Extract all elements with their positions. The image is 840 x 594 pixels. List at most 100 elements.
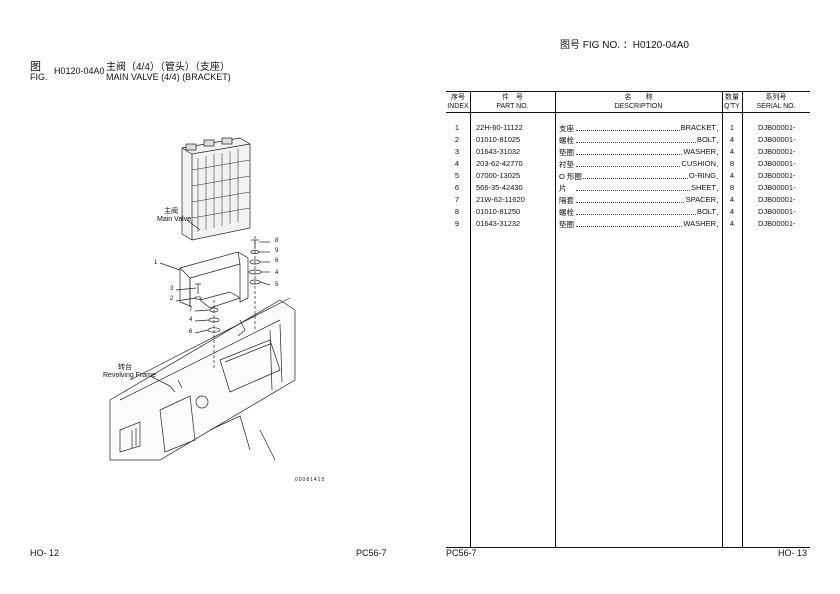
leader-dots [576, 214, 718, 215]
leader-dots [576, 190, 718, 191]
left-model: PC56-7 [356, 548, 387, 558]
table-row: 7 21W-62-11620 隔套 4 DJB00001- SPACER [446, 195, 810, 207]
row-qty: 8 [729, 159, 735, 168]
row-description-cn: 片 [559, 183, 568, 194]
row-description-cn: O 形圈 [559, 171, 583, 182]
row-description-en: WASHER [682, 219, 716, 228]
figure-label-en: FIG. [30, 72, 48, 82]
figure-code: H0120-04A0 [54, 66, 105, 76]
row-index: 3 [454, 147, 460, 156]
row-index: 2 [454, 135, 460, 144]
row-description-en: SHEET [689, 183, 716, 192]
leader-dots [576, 226, 718, 227]
right-fig-number: 图号 FIG NO. ：H0120-04A0 [560, 40, 689, 51]
callout-7: 7 [189, 307, 193, 313]
callout-9: 9 [275, 248, 279, 254]
row-part-no: 566-35-42430 [476, 183, 523, 192]
row-qty: 8 [729, 183, 735, 192]
row-description-cn: 隔套 [559, 195, 575, 206]
table-row: 5 07000-13025 O 形圈 4 DJB00001- O-RING [446, 171, 810, 183]
figure-label-cn: 图 [30, 61, 41, 73]
callout-4b: 4 [275, 270, 279, 276]
row-part-no: 21W-62-11620 [476, 195, 525, 204]
row-description-en: O-RING [687, 171, 716, 180]
row-qty: 4 [729, 195, 735, 204]
table-row: 3 01643-31032 垫圈 4 DJB00001- WASHER [446, 147, 810, 159]
row-index: 5 [454, 171, 460, 180]
row-description-en: BRACKET [679, 123, 716, 132]
row-index: 9 [454, 219, 460, 228]
left-page-number: HO- 12 [30, 548, 60, 558]
row-part-no: 07000-13025 [476, 171, 521, 180]
leader-dots [576, 142, 718, 143]
leader-dots [576, 202, 718, 203]
row-qty: 4 [729, 135, 735, 144]
row-part-no: 01643-31032 [476, 147, 521, 156]
row-description-cn: 支座 [559, 123, 575, 134]
row-index: 7 [454, 195, 460, 204]
row-serial-no: DJB00001- [758, 183, 796, 192]
row-description-en: BOLT [695, 135, 716, 144]
row-index: 1 [454, 123, 460, 132]
row-qty: 4 [729, 147, 735, 156]
main-valve-label-cn: 主阀 [164, 208, 178, 215]
row-description-en: CUSHION [680, 159, 716, 168]
row-description-cn: 垫圈 [559, 219, 575, 230]
row-serial-no: DJB00001- [758, 171, 796, 180]
row-qty: 1 [729, 123, 735, 132]
callout-6: 6 [189, 329, 193, 335]
exploded-parts-diagram: 1 2 3 4 5 6 7 8 9 6 4 主阀 Main Valve 转台 R… [100, 130, 400, 483]
row-serial-no: DJB00001- [758, 135, 796, 144]
right-page-number: HO- 13 [778, 548, 808, 558]
callout-4: 4 [189, 317, 193, 323]
row-serial-no: DJB00001- [758, 195, 796, 204]
main-valve-label-en: Main Valve [157, 216, 192, 223]
drawing-code: 00081415 [295, 477, 326, 483]
row-description-cn: 衬垫 [559, 159, 575, 170]
row-index: 6 [454, 183, 460, 192]
callout-8: 8 [275, 238, 279, 244]
row-part-no: 203-62-42770 [476, 159, 523, 168]
leader-dots [576, 166, 718, 167]
row-index: 8 [454, 207, 460, 216]
figure-name-cn: 主阀（4/4）（管头）（支座） [106, 62, 230, 73]
row-qty: 4 [729, 207, 735, 216]
row-serial-no: DJB00001- [758, 219, 796, 228]
diagram-drawing [109, 137, 296, 461]
row-part-no: 01010-81025 [476, 135, 521, 144]
figure-name-en: MAIN VALVE (4/4) (BRACKET) [106, 72, 231, 82]
row-serial-no: DJB00001- [758, 147, 796, 156]
revolving-frame-label-en: Revolving Frame [103, 372, 156, 379]
callout-2: 2 [170, 296, 174, 302]
row-description-en: WASHER [682, 147, 716, 156]
row-qty: 4 [729, 219, 735, 228]
table-row: 6 566-35-42430 片 8 DJB00001- SHEET [446, 183, 810, 195]
row-part-no: 22H-60-11122 [476, 123, 523, 132]
leader-dots [576, 154, 718, 155]
callout-1: 1 [154, 260, 158, 266]
callout-3: 3 [170, 286, 174, 292]
row-description-cn: 垫圈 [559, 147, 575, 158]
row-part-no: 01643-31232 [476, 219, 521, 228]
row-description-en: SPACER [684, 195, 716, 204]
row-qty: 4 [729, 171, 735, 180]
revolving-frame-label-cn: 转台 [118, 364, 132, 371]
callout-5: 5 [275, 282, 279, 288]
leader-dots [576, 130, 718, 131]
table-row: 9 01643-31232 垫圈 4 DJB00001- WASHER [446, 219, 810, 231]
right-model: PC56-7 [446, 548, 477, 558]
row-part-no: 01010-81250 [476, 207, 521, 216]
table-row: 8 01010-81250 螺栓 4 DJB00001- BOLT [446, 207, 810, 219]
row-serial-no: DJB00001- [758, 207, 796, 216]
row-description-en: BOLT [695, 207, 716, 216]
row-description-cn: 螺栓 [559, 207, 575, 218]
leader-dots [576, 178, 718, 179]
